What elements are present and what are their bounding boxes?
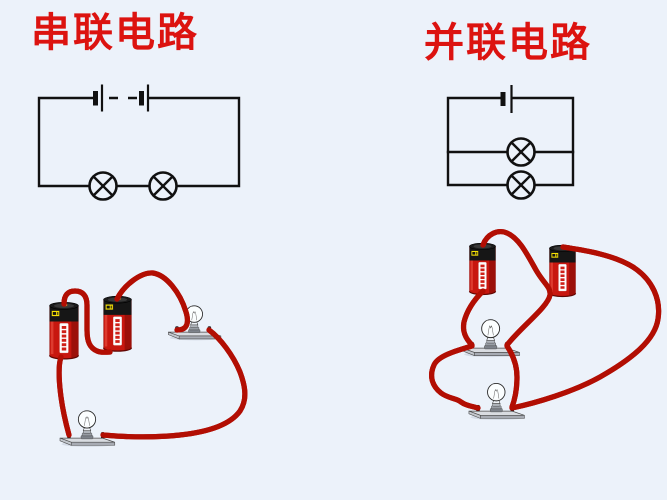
battery-cell-symbol	[500, 85, 513, 113]
series-circuit-outline	[37, 96, 241, 188]
parallel-circuit-title: 并联电路	[424, 20, 592, 65]
series-schematic	[37, 84, 241, 201]
lamp-symbol	[506, 170, 536, 200]
series-photo-circuit	[50, 273, 245, 448]
parallel-photo-circuit	[432, 232, 659, 421]
lamp-symbol	[148, 171, 178, 201]
series-circuit-title: 串联电路	[31, 10, 199, 55]
lamp-symbol	[506, 137, 536, 167]
dry-cell-battery	[104, 296, 132, 351]
dry-cell-battery	[50, 302, 79, 359]
lamp-symbol	[88, 171, 118, 201]
battery-cell-symbol	[139, 84, 150, 112]
dry-cell-battery	[469, 243, 495, 294]
parallel-schematic	[446, 85, 575, 200]
battery-cell-symbol	[93, 84, 104, 112]
dry-cell-battery	[549, 245, 575, 296]
